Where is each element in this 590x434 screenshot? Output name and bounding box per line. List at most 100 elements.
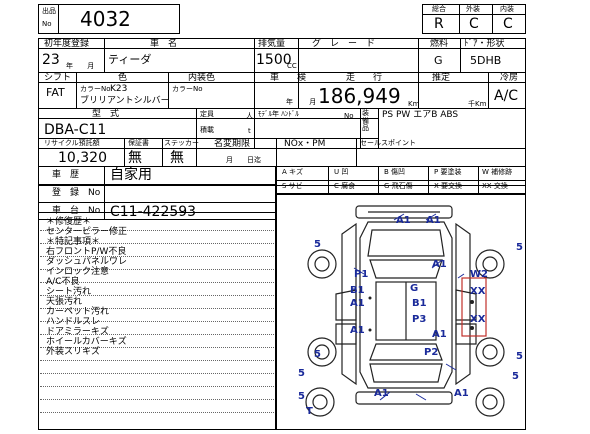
cc-unit: CC xyxy=(287,62,297,70)
registration-label: 登 録 No xyxy=(52,188,101,198)
load-unit: t xyxy=(248,127,251,135)
mileage-label: 走 行 xyxy=(346,73,383,83)
ac-label: 冷房 xyxy=(500,73,519,83)
diagram-box xyxy=(276,194,526,430)
color-no-value: K23 xyxy=(110,84,128,94)
shift-label: シフト xyxy=(44,73,72,83)
code-p2: P2 xyxy=(424,347,439,358)
code-wheel-fl: 5 xyxy=(314,239,321,250)
fuel-label: 燃料 xyxy=(430,39,449,49)
code-wheel-bottom: 5 xyxy=(298,391,305,402)
load-label: 積載 xyxy=(200,126,214,134)
code-b1-center: B1 xyxy=(412,298,427,309)
code-wheel-rl: 5 xyxy=(314,349,321,360)
interior-rating: C xyxy=(503,16,513,32)
exterior-label: 外装 xyxy=(466,5,480,13)
grade-label: グ レ ー ド xyxy=(312,39,376,49)
door-value: 5DHB xyxy=(470,54,502,67)
model-handle-label: ﾓﾃﾞﾙ年 ﾊﾝﾄﾞﾙ xyxy=(258,110,299,118)
ac-value: A/C xyxy=(494,88,519,104)
inspection-unit: 年 月 xyxy=(286,98,317,106)
legend-u: U 凹 xyxy=(334,168,349,176)
equip-value: PS PW エアB ABS xyxy=(382,110,459,120)
capacity-unit: 人 xyxy=(246,112,253,120)
shift-value: FAT xyxy=(46,86,65,99)
code-wheel-spare: 5 xyxy=(298,368,305,379)
note-5: インロック注意 xyxy=(46,267,110,277)
note-9: カーペット汚れ xyxy=(46,307,110,317)
handle-value: No xyxy=(344,112,354,120)
sales-point-label: セールスポイント xyxy=(360,139,416,147)
code-hood-a1: A1 xyxy=(432,259,447,270)
history-label: 車 歴 xyxy=(52,170,80,180)
color-name: ブリリアントシルバー xyxy=(80,96,170,106)
legend-p: P 要塗装 xyxy=(434,168,462,176)
type-label: 型 式 xyxy=(92,109,120,119)
note-0: ＊修復歴＊ xyxy=(46,217,92,227)
main-grid xyxy=(38,38,526,186)
code-xx-lower: XX xyxy=(470,314,486,325)
cc-label: 排気量 xyxy=(258,39,286,49)
estimate-unit: 千Km xyxy=(468,100,487,108)
note-4: ダッシュパネルワレ xyxy=(46,257,128,267)
code-rear-a1-left: A1 xyxy=(374,388,389,399)
code-w2: W2 xyxy=(470,269,488,280)
model-value: ティーダ xyxy=(108,53,152,66)
code-p3: P3 xyxy=(412,314,427,325)
note-11: ドアミラーキズ xyxy=(46,327,109,337)
legend-xx: XX 交換 xyxy=(482,182,508,190)
equip-label: 装備品 xyxy=(362,109,369,133)
year-value: 23 xyxy=(42,52,60,68)
name-change-unit: 月 日迄 xyxy=(226,156,261,164)
sticker-label: ステッカー xyxy=(164,139,199,147)
color-label: 色 xyxy=(118,73,128,83)
code-rear-a1-right: A1 xyxy=(454,388,469,399)
code-a1-right-rear: A1 xyxy=(432,329,447,340)
overall-label: 総合 xyxy=(432,5,446,13)
year-label: 初年度登録 xyxy=(44,39,90,49)
history-box xyxy=(38,166,276,220)
year-month-unit: 年 月 xyxy=(66,62,95,70)
note-2: ＊特記事項＊ xyxy=(46,237,101,247)
exterior-rating: C xyxy=(469,16,479,32)
ratings-box xyxy=(422,4,526,34)
code-wheel-rr: 5 xyxy=(516,351,523,362)
recycle-label: リサイクル預託額 xyxy=(44,139,100,147)
color-no-label: カラーNo xyxy=(80,85,111,93)
code-a1-left-front: A1 xyxy=(350,298,365,309)
code-front-a1-left: A1 xyxy=(396,215,411,226)
code-xx-upper: XX xyxy=(470,286,486,297)
warranty-label: 保証書 xyxy=(128,139,149,147)
interior-color-label: 内装色 xyxy=(188,73,216,83)
legend-s: S サビ xyxy=(282,182,303,190)
legend-b: B 傷凹 xyxy=(384,168,406,176)
mileage-unit: Km xyxy=(408,100,420,108)
note-1: センターピラー修正 xyxy=(46,227,128,237)
lot-label-top: 出品 xyxy=(42,7,56,15)
nox-label: NOx・PM xyxy=(284,139,326,149)
history-value: 自家用 xyxy=(110,167,152,183)
legend-w: W 補修跡 xyxy=(482,168,513,176)
notes-box xyxy=(38,212,276,430)
overall-rating: R xyxy=(434,16,444,32)
note-7: シート汚れ xyxy=(46,287,92,297)
code-wheel-spare-right: 5 xyxy=(512,371,519,382)
model-label: 車 名 xyxy=(150,39,178,49)
cc-value: 1500 xyxy=(256,52,292,68)
type-value: DBA-C11 xyxy=(44,122,107,138)
note-8: 天張汚れ xyxy=(46,297,83,307)
code-front-a1-right: A1 xyxy=(426,215,441,226)
lot-number: 4032 xyxy=(80,7,131,31)
legend-g: G 飛石傷 xyxy=(384,182,413,190)
code-wheel-fr: 5 xyxy=(516,242,523,253)
interior-no-label: カラーNo xyxy=(172,85,203,93)
capacity-label: 定員 xyxy=(200,110,214,118)
legend-a: A キズ xyxy=(282,168,304,176)
legend-c: C 腐食 xyxy=(334,182,356,190)
note-13: 外装スリキズ xyxy=(46,347,101,357)
code-tire-t: T xyxy=(306,406,313,417)
warranty-value: 無 xyxy=(128,150,142,166)
code-p1: P1 xyxy=(354,269,369,280)
fuel-value: G xyxy=(434,54,443,67)
name-change-label: 名変期限 xyxy=(214,139,251,149)
